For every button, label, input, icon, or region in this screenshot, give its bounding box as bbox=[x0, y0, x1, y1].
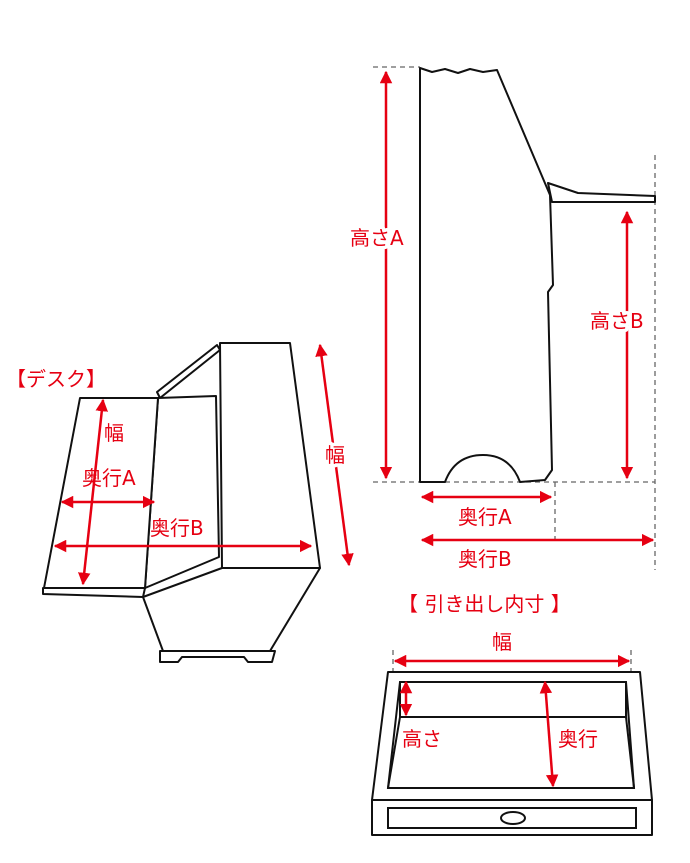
drawer-knob bbox=[500, 811, 526, 825]
height-a-label: 高さA bbox=[350, 226, 404, 250]
desk-title: 【デスク】 bbox=[6, 367, 106, 391]
side-depth-a-label: 奥行A bbox=[458, 505, 512, 529]
drawer-depth-label: 奥行 bbox=[558, 727, 598, 751]
drawer-height-label: 高さ bbox=[402, 727, 442, 751]
drawer-depth-arrow bbox=[539, 680, 559, 788]
drawer-title: 【 引き出し内寸 】 bbox=[398, 592, 571, 616]
desk-width-label-2: 幅 bbox=[325, 443, 345, 467]
desk-width-label: 幅 bbox=[104, 421, 124, 445]
desk-width-arrow-2 bbox=[315, 343, 354, 567]
drawer-illustration bbox=[371, 671, 653, 836]
desk-depth-a-label: 奥行A bbox=[82, 466, 136, 490]
desk-depth-b-label: 奥行B bbox=[150, 516, 204, 540]
desk-width-arrow bbox=[78, 398, 108, 586]
side-depth-b-label: 奥行B bbox=[458, 547, 512, 571]
height-b-label: 高さB bbox=[590, 309, 644, 333]
side-view-illustration bbox=[373, 66, 656, 570]
drawer-width-label: 幅 bbox=[492, 630, 512, 654]
